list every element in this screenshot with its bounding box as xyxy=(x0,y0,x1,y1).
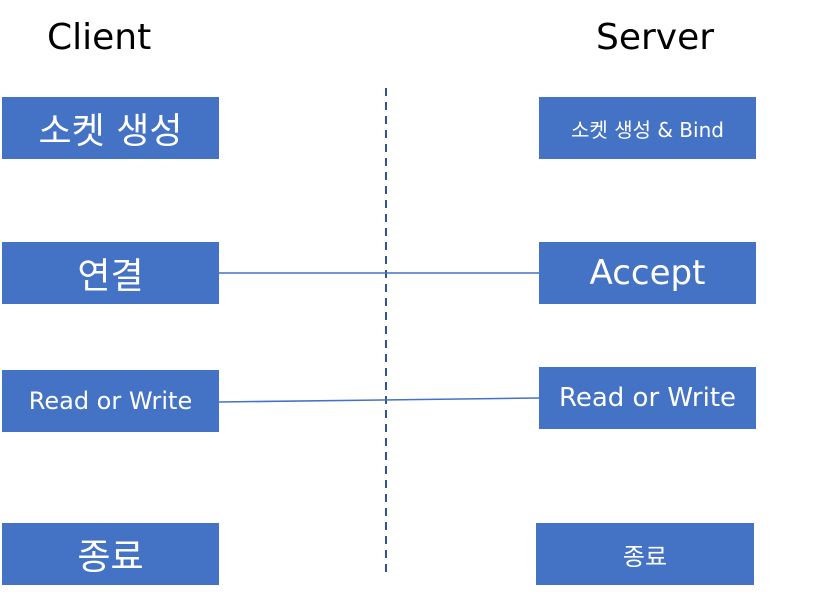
server-accept-label: Accept xyxy=(589,253,706,293)
client-create-socket-box: 소켓 생성 xyxy=(2,97,219,159)
client-connect-box: 연결 xyxy=(2,242,219,304)
server-create-bind-label: 소켓 생성 & Bind xyxy=(571,117,724,142)
client-read-write-box: Read or Write xyxy=(2,370,219,432)
server-accept-box: Accept xyxy=(539,242,756,304)
client-close-label: 종료 xyxy=(77,537,144,578)
server-read-write-label: Read or Write xyxy=(558,383,737,413)
server-read-write-box: Read or Write xyxy=(539,367,756,429)
server-close-box: 종료 xyxy=(536,523,754,585)
server-close-label: 종료 xyxy=(622,542,668,571)
client-read-write-label: Read or Write xyxy=(28,387,193,415)
client-close-box: 종료 xyxy=(2,523,219,585)
client-create-socket-label: 소켓 생성 xyxy=(38,111,183,152)
client-heading: Client xyxy=(47,17,152,58)
server-heading: Server xyxy=(596,17,715,58)
client-connect-label: 연결 xyxy=(77,256,144,297)
read-write-line xyxy=(218,397,540,403)
server-create-bind-box: 소켓 생성 & Bind xyxy=(539,97,756,159)
